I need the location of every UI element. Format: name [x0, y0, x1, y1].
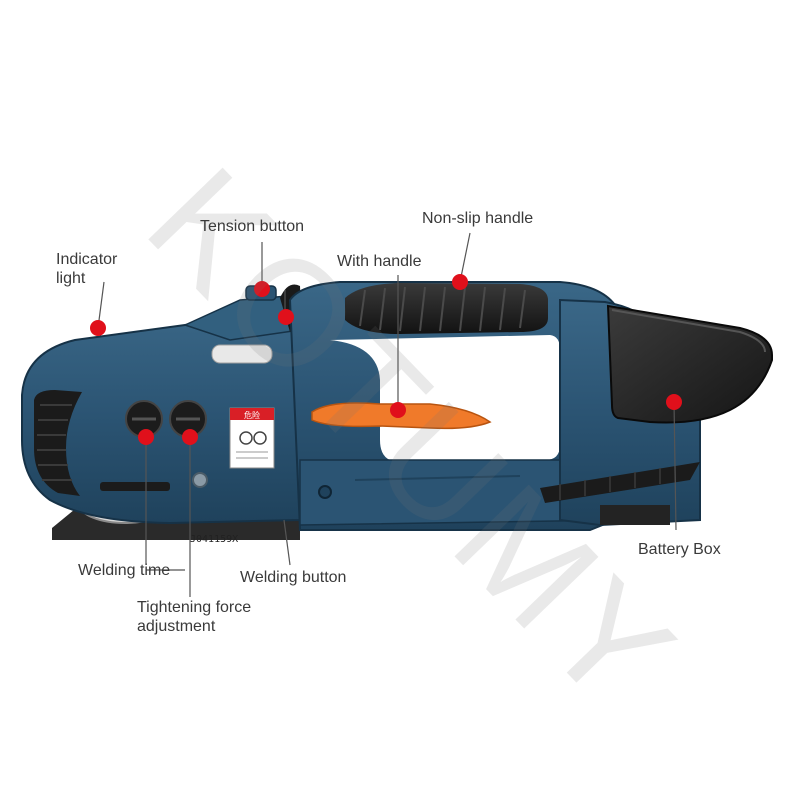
- front-vent: [34, 390, 82, 496]
- label-welding-button: Welding button: [240, 569, 347, 586]
- brand-badge: [211, 344, 273, 364]
- pivot-screw: [318, 485, 332, 499]
- label-tension-button: Tension button: [200, 218, 305, 235]
- label-welding-time: Welding time: [78, 562, 171, 579]
- leader-lines: [97, 232, 677, 597]
- marker-tightening-force: [182, 429, 198, 445]
- warning-tag: 危险: [244, 410, 260, 420]
- non-slip-grip: [345, 283, 548, 334]
- base-foot: [600, 505, 670, 525]
- body-screw: [192, 472, 208, 488]
- serial-number: J041159X: [190, 534, 238, 545]
- handle-opening: [330, 335, 560, 462]
- leader-non-slip-handle: [459, 232, 471, 283]
- label-indicator-light: Indicator light: [56, 251, 118, 287]
- label-non-slip-handle: Non-slip handle: [422, 210, 534, 227]
- label-battery-box: Battery Box: [638, 541, 721, 558]
- label-tightening-force: Tightening force adjustment: [137, 599, 252, 635]
- label-with-handle: With handle: [337, 253, 422, 270]
- marker-tension-button: [254, 281, 270, 297]
- vent-ribs: [37, 404, 72, 481]
- leader-battery-box: [673, 401, 677, 531]
- marker-tension-alt: [278, 309, 294, 325]
- battery-pack: [606, 304, 773, 424]
- grip-texture: [359, 286, 526, 332]
- marker-welding-time: [138, 429, 154, 445]
- leader-welding-button: [283, 519, 291, 566]
- marker-battery-box: [666, 394, 682, 410]
- callout-markers: [90, 274, 682, 445]
- marker-indicator-light: [90, 320, 106, 336]
- marker-non-slip-handle: [452, 274, 468, 290]
- lower-vent: [100, 482, 170, 491]
- marker-with-handle: [390, 402, 406, 418]
